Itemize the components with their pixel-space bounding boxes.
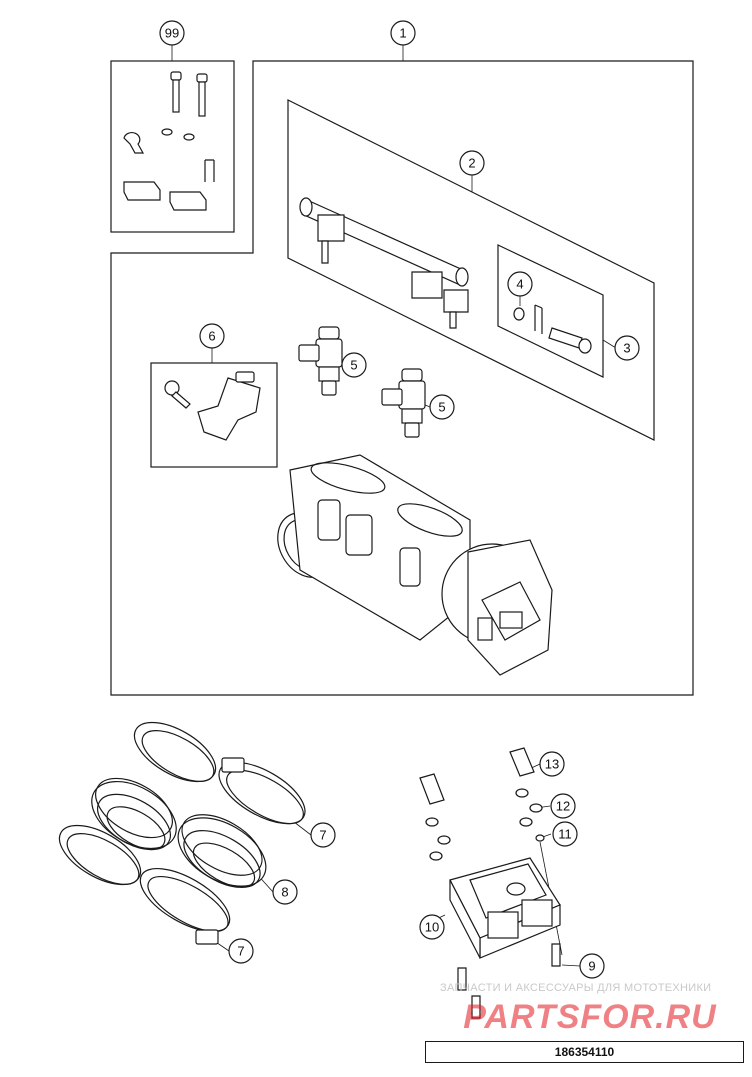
svg-text:11: 11 <box>558 827 572 842</box>
frame-3-connector-kit <box>497 244 604 378</box>
fuel-injector-upper <box>298 326 343 396</box>
svg-text:2: 2 <box>468 156 475 171</box>
throttle-body-assembly <box>277 454 553 676</box>
callout-3[interactable]: 3 <box>614 335 640 361</box>
watermark-tagline: ЗАПЧАСТИ И АКСЕССУАРЫ ДЛЯ МОТОТЕХНИКИ <box>440 982 712 994</box>
callout-6[interactable]: 6 <box>199 323 225 349</box>
svg-text:1: 1 <box>399 26 406 41</box>
intake-boot-left <box>91 777 177 851</box>
fuel-injector-lower <box>381 368 426 438</box>
fuel-rail <box>299 197 469 329</box>
callout-11[interactable]: 11 <box>552 821 578 847</box>
svg-text:7: 7 <box>237 944 244 959</box>
callout-12[interactable]: 12 <box>550 793 576 819</box>
svg-text:5: 5 <box>438 400 445 415</box>
svg-text:6: 6 <box>208 329 215 344</box>
diagram-code-box: 186354110 <box>425 1041 744 1063</box>
connector-parts <box>513 304 592 354</box>
watermark-logo-text: PARTSFOR.RU <box>463 998 717 1036</box>
frame-1-throttle-body <box>110 60 694 696</box>
callout-9[interactable]: 9 <box>579 953 605 979</box>
callout-99[interactable]: 99 <box>159 20 185 46</box>
pressure-sensor <box>164 371 261 441</box>
hose-clamp-lower <box>58 824 231 945</box>
svg-text:9: 9 <box>588 959 595 974</box>
frame-6-sensor <box>150 362 278 468</box>
watermark-logo: PARTSFOR.RU <box>463 998 717 1036</box>
svg-text:5: 5 <box>350 358 357 373</box>
diagram-code: 186354110 <box>554 1045 615 1059</box>
svg-text:8: 8 <box>281 885 288 900</box>
svg-text:12: 12 <box>556 799 570 814</box>
callout-7-upper[interactable]: 7 <box>310 822 336 848</box>
callout-1[interactable]: 1 <box>390 20 416 46</box>
svg-text:4: 4 <box>516 277 523 292</box>
callout-10[interactable]: 10 <box>419 914 445 940</box>
callout-7-lower[interactable]: 7 <box>228 938 254 964</box>
svg-text:10: 10 <box>425 920 439 935</box>
callout-4[interactable]: 4 <box>507 271 533 297</box>
hose-clamp-upper <box>133 721 306 825</box>
callout-5-upper[interactable]: 5 <box>341 352 367 378</box>
svg-text:7: 7 <box>319 828 326 843</box>
ecu-unit <box>449 857 561 1019</box>
callout-8[interactable]: 8 <box>272 879 298 905</box>
intake-boot-right <box>177 814 267 888</box>
svg-text:3: 3 <box>623 341 630 356</box>
svg-text:99: 99 <box>165 26 179 41</box>
callout-13[interactable]: 13 <box>539 751 565 777</box>
svg-text:13: 13 <box>545 757 559 772</box>
callout-5-lower[interactable]: 5 <box>429 394 455 420</box>
callout-2[interactable]: 2 <box>459 150 485 176</box>
hardware-kit-parts <box>123 71 215 211</box>
frame-2-fuel-rail <box>287 99 655 441</box>
frame-99-hardware-kit <box>110 60 235 233</box>
